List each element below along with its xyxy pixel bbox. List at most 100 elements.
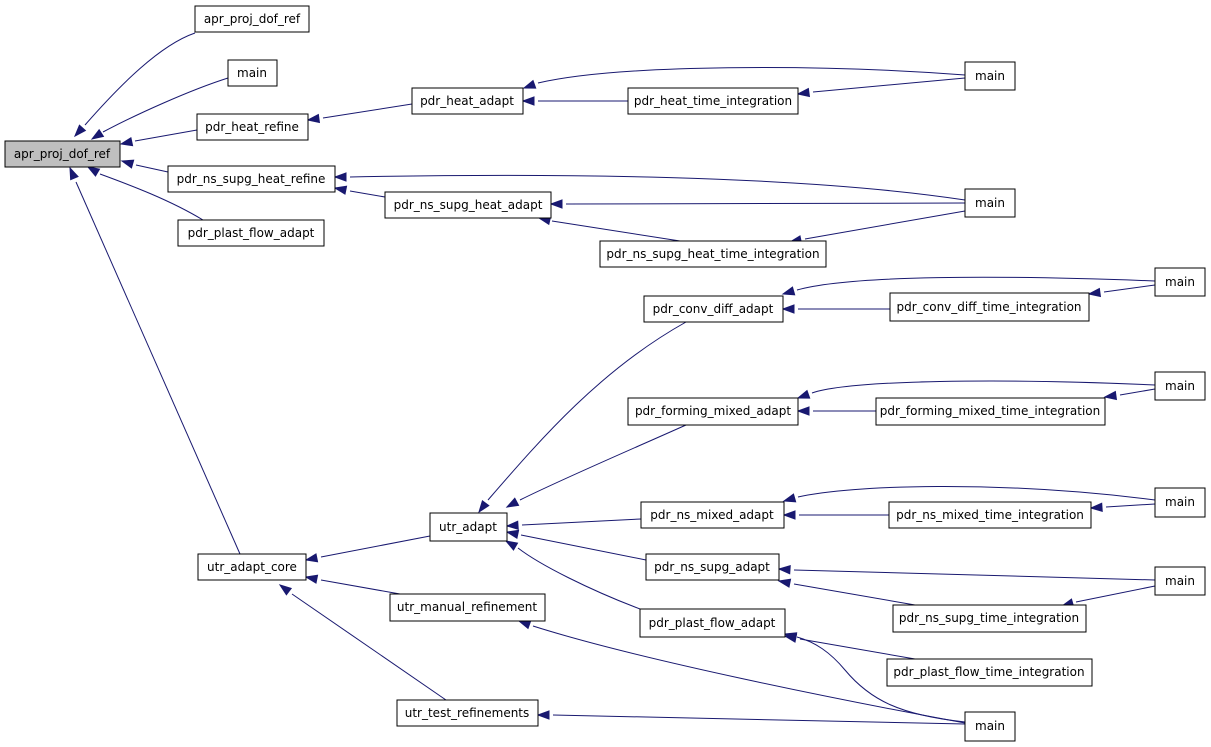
arrowhead-icon xyxy=(782,493,797,503)
arrowhead-icon xyxy=(1103,390,1118,401)
edge-line xyxy=(797,485,1156,501)
edge-line xyxy=(793,569,1156,581)
edge-line xyxy=(349,174,966,201)
edge-n3-to-n0 xyxy=(119,129,198,147)
edge-n14-to-n6 xyxy=(304,574,401,595)
arrowhead-icon xyxy=(119,136,134,147)
arrowhead-icon xyxy=(796,406,810,416)
node-pdr-ns-supg-heat-adapt[interactable]: pdr_ns_supg_heat_adapt xyxy=(384,191,552,219)
node-pdr-heat-time-integration[interactable]: pdr_heat_time_integration xyxy=(627,87,799,115)
edge-line xyxy=(799,638,916,660)
edge-n30-to-n14 xyxy=(517,620,966,724)
edge-n13-to-n6 xyxy=(304,535,431,563)
edge-line xyxy=(804,210,966,240)
node-pdr-plast-flow-time-integration[interactable]: pdr_plast_flow_time_integration xyxy=(886,658,1093,687)
edge-n24-to-n23 xyxy=(1089,502,1156,512)
node-pdr-ns-supg-heat-time-integration[interactable]: pdr_ns_supg_heat_time_integration xyxy=(599,240,827,268)
edge-line xyxy=(84,32,196,126)
node-label: main xyxy=(1165,275,1195,289)
node-apr-proj-dof-ref-root[interactable]: apr_proj_dof_ref xyxy=(4,140,121,168)
edge-n18-to-n16 xyxy=(781,276,1156,296)
edge-line xyxy=(532,625,966,724)
edge-line xyxy=(521,518,642,526)
node-pdr-heat-refine[interactable]: pdr_heat_refine xyxy=(196,113,309,141)
arrowhead-icon xyxy=(777,565,791,575)
arrowhead-icon xyxy=(517,620,532,630)
edge-line xyxy=(519,424,687,501)
edge-n18-to-n17 xyxy=(1087,284,1156,298)
edge-n4-to-n0 xyxy=(120,159,169,173)
node-main[interactable]: main xyxy=(964,711,1016,742)
edge-line xyxy=(811,380,1156,394)
node-pdr-plast-flow-adapt[interactable]: pdr_plast_flow_adapt xyxy=(639,608,786,638)
graph-nodes: apr_proj_dof_ref apr_proj_dof_ref main p… xyxy=(4,5,1206,742)
node-utr-adapt-core[interactable]: utr_adapt_core xyxy=(197,553,307,581)
edge-line xyxy=(1075,585,1156,603)
edge-line xyxy=(1119,388,1156,396)
edge-line xyxy=(520,534,647,561)
edge-line xyxy=(552,714,966,725)
arrowhead-icon xyxy=(304,574,319,584)
node-label: pdr_ns_supg_time_integration xyxy=(899,611,1079,625)
node-main[interactable]: main xyxy=(964,61,1016,91)
node-label: pdr_forming_mixed_time_integration xyxy=(880,404,1101,418)
node-label: main xyxy=(975,196,1005,210)
node-pdr-heat-adapt[interactable]: pdr_heat_adapt xyxy=(411,87,524,115)
edge-line xyxy=(75,181,241,555)
arrowhead-icon xyxy=(278,584,293,596)
node-pdr-ns-supg-heat-refine[interactable]: pdr_ns_supg_heat_refine xyxy=(167,165,336,193)
node-main[interactable]: main xyxy=(964,188,1016,218)
node-label: pdr_plast_flow_adapt xyxy=(188,226,315,240)
edge-n20-to-n19 xyxy=(796,406,876,416)
node-pdr-ns-mixed-time-integration[interactable]: pdr_ns_mixed_time_integration xyxy=(888,501,1092,529)
node-main[interactable]: main xyxy=(1154,371,1206,401)
edge-line xyxy=(517,547,641,610)
arrowhead-icon xyxy=(306,113,321,124)
edge-line xyxy=(1103,284,1156,293)
arrowhead-icon xyxy=(781,286,796,296)
arrowhead-icon xyxy=(549,199,563,209)
node-label: pdr_heat_refine xyxy=(205,120,299,134)
node-pdr-ns-mixed-adapt[interactable]: pdr_ns_mixed_adapt xyxy=(640,501,785,529)
node-main[interactable]: main xyxy=(1154,267,1206,297)
arrowhead-icon xyxy=(781,304,795,314)
node-utr-test-refinements[interactable]: utr_test_refinements xyxy=(396,699,539,727)
node-pdr-ns-supg-adapt[interactable]: pdr_ns_supg_adapt xyxy=(645,553,780,581)
node-label: pdr_heat_adapt xyxy=(420,94,514,108)
edge-n2-to-n0 xyxy=(90,77,229,140)
node-pdr-plast-flow-adapt[interactable]: pdr_plast_flow_adapt xyxy=(177,219,325,247)
edge-n10-to-n4 xyxy=(333,185,386,198)
edge-line xyxy=(487,321,687,501)
edge-n12-to-n10 xyxy=(537,215,681,242)
arrowhead-icon xyxy=(504,540,519,551)
node-main[interactable]: main xyxy=(1154,487,1206,518)
edge-n11-to-n12 xyxy=(788,210,966,245)
node-utr-manual-refinement[interactable]: utr_manual_refinement xyxy=(389,593,546,622)
edge-n15-to-n6 xyxy=(278,584,447,701)
edge-n9-to-n7 xyxy=(522,67,966,89)
node-label: utr_adapt_core xyxy=(207,560,297,574)
node-main[interactable]: main xyxy=(1154,566,1206,596)
edge-line xyxy=(812,77,966,93)
node-utr-adapt[interactable]: utr_adapt xyxy=(429,512,508,542)
edge-n30-to-n15 xyxy=(536,710,966,725)
node-pdr-ns-supg-time-integration[interactable]: pdr_ns_supg_time_integration xyxy=(892,604,1087,633)
node-pdr-conv-diff-adapt[interactable]: pdr_conv_diff_adapt xyxy=(643,295,784,323)
node-pdr-conv-diff-time-integration[interactable]: pdr_conv_diff_time_integration xyxy=(889,292,1090,322)
node-pdr-forming-mixed-time-integration[interactable]: pdr_forming_mixed_time_integration xyxy=(875,397,1106,426)
node-main[interactable]: main xyxy=(227,59,278,87)
edge-n6-to-n0 xyxy=(69,166,241,555)
node-label: main xyxy=(1165,574,1195,588)
node-label: pdr_ns_supg_heat_refine xyxy=(177,172,326,186)
arrowhead-icon xyxy=(69,166,79,181)
graph-edges xyxy=(69,32,1156,725)
edge-n24-to-n22 xyxy=(782,485,1156,503)
edge-n21-to-n19 xyxy=(796,380,1156,399)
edge-n21-to-n20 xyxy=(1103,388,1156,401)
node-pdr-forming-mixed-adapt[interactable]: pdr_forming_mixed_adapt xyxy=(627,397,799,426)
node-apr-proj-dof-ref[interactable]: apr_proj_dof_ref xyxy=(194,5,310,33)
edge-n27-to-n26 xyxy=(1060,585,1156,608)
node-label: pdr_ns_supg_adapt xyxy=(654,560,770,574)
arrowhead-icon xyxy=(86,166,101,177)
